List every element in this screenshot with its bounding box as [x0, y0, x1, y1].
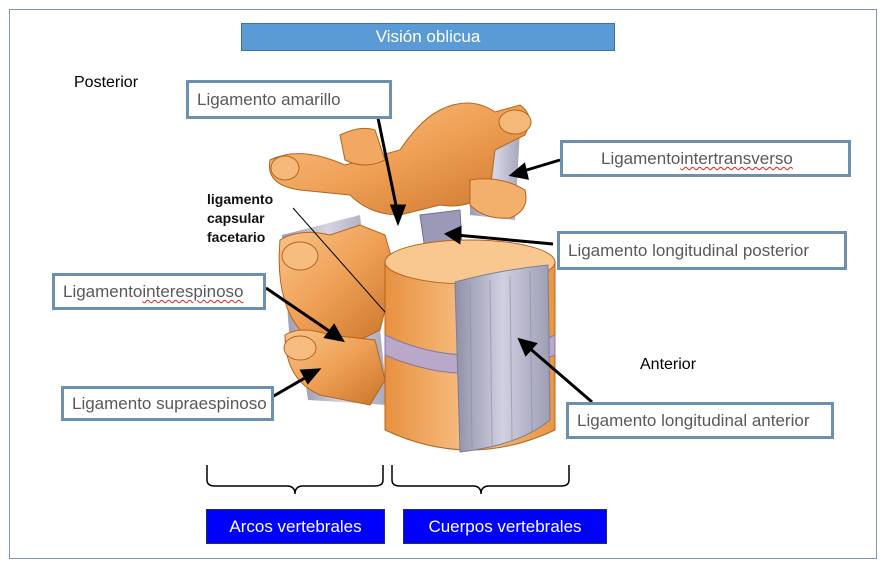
- ligamento-supraespinoso-label: Ligamento supraespinoso: [61, 386, 274, 421]
- braces: [206, 465, 570, 495]
- arcos-vertebrales-box: Arcos vertebrales: [206, 509, 385, 544]
- ligamento-amarillo-label: Ligamento amarillo: [186, 80, 392, 119]
- ligamento-longitudinal-posterior-label: Ligamento longitudinal posterior: [557, 231, 847, 270]
- capsular-facet-ligament-label: ligamento capsular facetario: [207, 191, 274, 245]
- figure-frame: [9, 9, 877, 559]
- posterior-label: Posterior: [74, 74, 139, 91]
- upper-vertebral-arch: [268, 102, 532, 219]
- lower-vertebral-arch: [283, 329, 386, 406]
- view-title: Visión oblicua: [241, 23, 615, 51]
- ligamento-intertransverso-label: Ligamento intertransverso: [560, 140, 851, 177]
- ligamento-interespinoso-label: Ligamento interespinoso: [52, 273, 266, 310]
- anterior-label: Anterior: [640, 356, 697, 373]
- ligamento-longitudinal-anterior-label: Ligamento longitudinal anterior: [566, 402, 834, 439]
- capsular-leader-line: [292, 207, 386, 313]
- anterior-longitudinal-ligament-sheet: [454, 264, 551, 453]
- leader-arrows: [265, 117, 593, 404]
- cuerpos-vertebrales-box: Cuerpos vertebrales: [403, 509, 607, 544]
